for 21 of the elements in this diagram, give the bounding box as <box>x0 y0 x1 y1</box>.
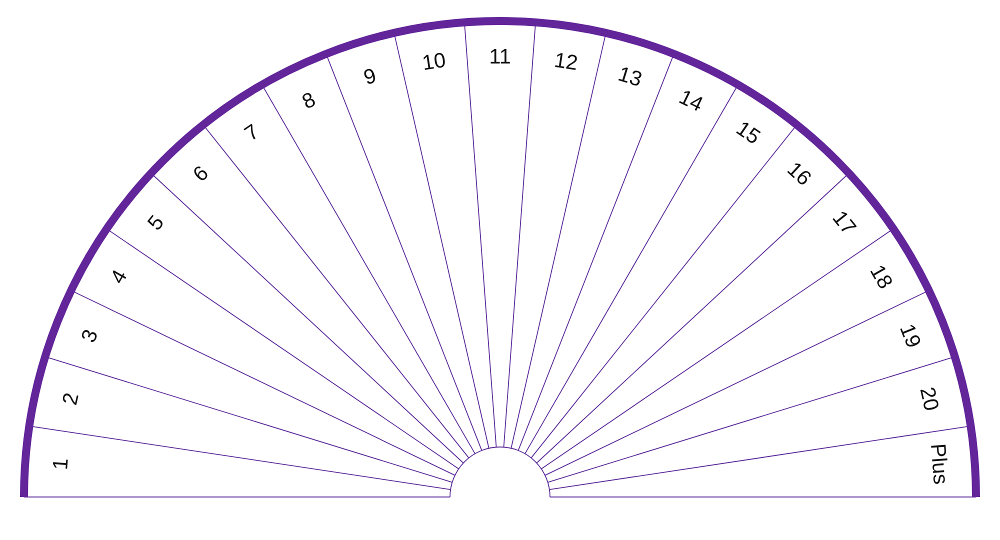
scale-number: 7 <box>241 121 263 146</box>
scale-number: 18 <box>866 262 896 292</box>
scale-number: 19 <box>896 322 924 351</box>
scale-number: 6 <box>189 162 212 186</box>
scale-number: 10 <box>421 50 448 74</box>
scale-number: 4 <box>106 266 131 288</box>
scale-number: 11 <box>489 46 511 68</box>
scale-number: 3 <box>78 326 102 346</box>
scale-number: 12 <box>552 50 579 74</box>
scale-number: 13 <box>615 63 644 90</box>
scale-number: 16 <box>784 158 815 190</box>
scale-number: 5 <box>144 212 168 234</box>
scale-number: 8 <box>299 88 319 113</box>
scale-number: 20 <box>916 385 942 413</box>
scale-number: 17 <box>828 206 860 238</box>
scale-number: 2 <box>60 391 83 408</box>
scale-number: 15 <box>732 118 764 149</box>
scale-number: 1 <box>50 458 72 471</box>
scale-number: 9 <box>362 64 379 88</box>
scale-number: 14 <box>676 86 706 116</box>
scale-number: Plus <box>926 442 951 486</box>
